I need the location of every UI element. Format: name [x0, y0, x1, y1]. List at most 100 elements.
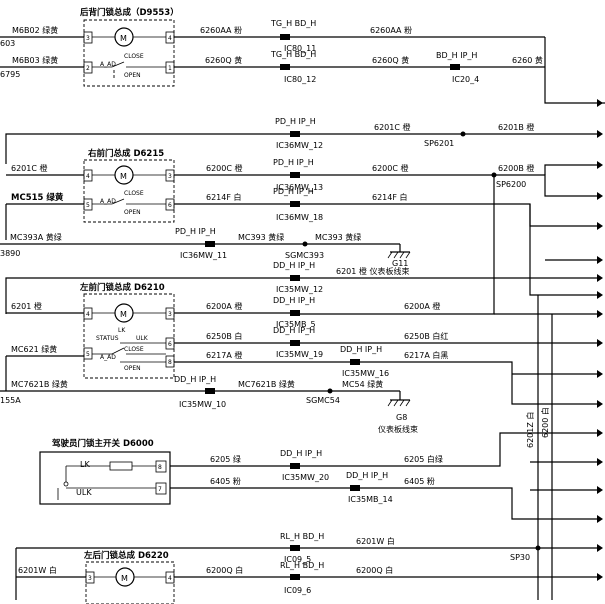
- connector-id: IC36MW_18: [276, 213, 323, 222]
- connector-icon: [290, 131, 300, 137]
- arrow-icon: [597, 486, 603, 494]
- wire-label: 6201 橙: [11, 301, 42, 311]
- connector-id: IC35MW_10: [179, 400, 226, 409]
- connector-id: IC80_12: [284, 75, 316, 84]
- splice-dot: [327, 388, 333, 394]
- connector-id: IC35MW_12: [276, 285, 323, 294]
- pin-label: 3: [86, 35, 90, 42]
- arrow-icon: [597, 515, 603, 523]
- pin-label: 3: [168, 311, 172, 318]
- splice-label: SP6201: [424, 139, 454, 148]
- connector-icon: [290, 340, 300, 346]
- wire-label: 6200C 橙: [206, 163, 243, 173]
- rear-door-lock-module: 后背门锁总成（D9553） 3 4 2 1 M CLOSE A_AD OPEN: [80, 7, 179, 87]
- switch-close-label: CLOSE: [124, 53, 144, 60]
- motor-label: M: [121, 574, 128, 583]
- right-front-door-lock-module: 右前门总成 D6215 4 3 5 6 M CLOSE A_AD OPEN: [83, 148, 175, 223]
- switch-state-label: A_AD: [100, 198, 116, 205]
- wire-label: 6260AA 粉: [200, 25, 242, 35]
- connector-pins: BD_H IP_H: [436, 51, 477, 60]
- wire-label: MC621 绿黄: [11, 344, 57, 354]
- splice-dot: [302, 241, 308, 247]
- connector-pins: DD_H IP_H: [340, 345, 382, 354]
- connector-icon: [290, 201, 300, 207]
- connector-icon: [290, 545, 300, 551]
- wire-label: 6260 黄: [512, 55, 543, 65]
- wire-label: 6205 白绿: [404, 454, 443, 464]
- switch-close-label: CLOSE: [124, 190, 144, 197]
- driver-switch-title: 驾驶员门锁主开关 D6000: [52, 438, 154, 449]
- arrow-icon: [597, 429, 603, 437]
- connector-icon: [290, 275, 300, 281]
- wire-label: MC515 绿黄: [11, 192, 64, 203]
- pin-label: 4: [168, 35, 172, 42]
- status-label: STATUS: [96, 335, 119, 342]
- wire-label: 6200Q 白: [206, 565, 243, 575]
- driver-lock-switch-module: 驾驶员门锁主开关 D6000 LK ULK 8 7: [39, 438, 171, 505]
- connector-icon: [290, 310, 300, 316]
- pin-label: 7: [158, 486, 162, 493]
- connector-icon: [450, 64, 460, 70]
- connector-pins: PD_H IP_H: [273, 187, 314, 196]
- pin-box: [83, 347, 93, 360]
- connector-pins: PD_H IP_H: [175, 227, 216, 236]
- splice-label: SGMC54: [306, 396, 340, 405]
- wire-label: 6200 白: [540, 407, 550, 438]
- wire-label: 6201B 橙: [498, 122, 534, 132]
- ground-g8-icon: [387, 399, 411, 407]
- connector-pins: RL_H BD_H: [280, 532, 324, 541]
- ground-label: 仪表板线束: [378, 424, 418, 434]
- arrow-icon: [597, 544, 603, 552]
- wire-label: MC393A 黄绿: [10, 232, 62, 242]
- wire-label: MC393 黄绿: [238, 232, 284, 242]
- wire-label: 6200Q 白: [356, 565, 393, 575]
- arrow-icon: [597, 222, 603, 230]
- pin-box: [155, 482, 167, 495]
- switch-contact-icon: [111, 61, 125, 68]
- pin-label: 2: [86, 65, 90, 72]
- wire-label: 6205 绿: [210, 455, 241, 464]
- wire-label: 3890: [0, 249, 20, 258]
- connector-pins: TG_H BD_H: [270, 50, 316, 59]
- ground-g11-icon: [387, 251, 411, 259]
- wire-label: 6260AA 粉: [370, 25, 412, 35]
- left-rear-door-title: 左后门锁总成 D6220: [83, 550, 169, 561]
- connector-id: IC36MW_12: [276, 141, 323, 150]
- ground-id: G8: [396, 413, 407, 422]
- pin-label: 1: [168, 65, 172, 72]
- connector-pins: PD_H IP_H: [273, 158, 314, 167]
- rear-door-lock-title: 后背门锁总成（D9553）: [80, 7, 179, 18]
- arrow-icon: [597, 130, 603, 138]
- wire-label: 6260Q 黄: [372, 55, 409, 65]
- wire-label: 603: [0, 39, 15, 48]
- arrow-icon: [597, 161, 603, 169]
- switch-open-label: OPEN: [124, 209, 141, 216]
- connector-pins: DD_H IP_H: [346, 471, 388, 480]
- connector-icon: [280, 64, 290, 70]
- wire-label: 6214F 白: [372, 192, 408, 202]
- motor-label: M: [120, 172, 127, 181]
- switch-open-label: OPEN: [124, 72, 141, 79]
- arrow-icon: [597, 339, 603, 347]
- wire-label: 6200B 橙: [498, 163, 534, 173]
- left-front-door-box: [83, 293, 175, 379]
- wire-label: MC393 黄绿: [315, 232, 361, 242]
- ulk-label: ULK: [136, 335, 149, 342]
- wire-label: 6201 橙 仪表板线束: [336, 266, 409, 276]
- wire-label: 6250B 白: [206, 331, 242, 341]
- switch-contact-icon: [111, 198, 125, 205]
- connector-id: IC80_11: [284, 44, 316, 53]
- lk-label: LK: [80, 460, 90, 469]
- connector-pins: RL_H BD_H: [280, 561, 324, 570]
- connector-icon: [205, 241, 215, 247]
- connector-pins: DD_H IP_H: [280, 449, 322, 458]
- connector-id: IC35MW_20: [282, 473, 329, 482]
- pin-label: 4: [86, 311, 90, 318]
- connector-pins: DD_H IP_H: [273, 326, 315, 335]
- arrow-icon: [597, 256, 603, 264]
- right-front-door-title: 右前门总成 D6215: [87, 148, 164, 159]
- wire-label: 6405 粉: [210, 476, 241, 486]
- connector-id: IC35MB_14: [348, 495, 393, 504]
- connector-icon: [280, 34, 290, 40]
- splice-label: SGMC393: [285, 251, 324, 260]
